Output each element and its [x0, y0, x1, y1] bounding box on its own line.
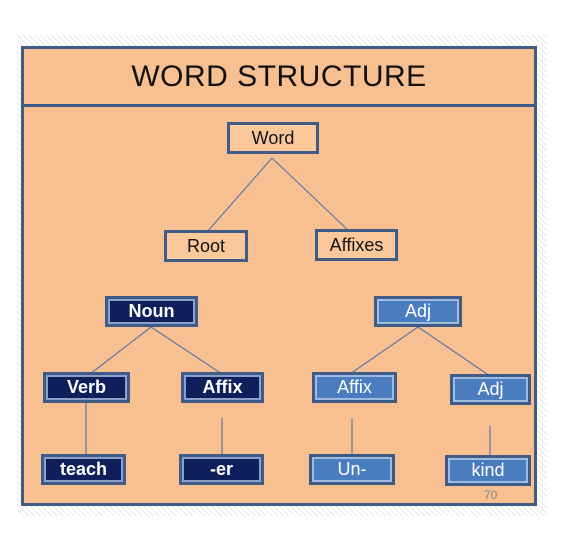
edge-noun-verb	[89, 326, 152, 375]
node-noun: Noun	[105, 296, 198, 327]
node-root: Root	[164, 230, 248, 262]
node-kind: kind	[445, 455, 531, 486]
edge-word-affixes	[271, 157, 351, 233]
node-affixes: Affixes	[315, 229, 398, 261]
node-affix-left: Affix	[181, 372, 264, 403]
slide-title: WORD STRUCTURE	[131, 59, 427, 93]
edge-adj-adj	[417, 326, 491, 377]
node-teach: teach	[41, 454, 126, 485]
node-word: Word	[227, 122, 319, 154]
node-affix-right: Affix	[312, 372, 397, 403]
node-adj-bottom: Adj	[450, 374, 531, 405]
page-number: 70	[484, 488, 498, 502]
edge-word-root	[206, 157, 273, 233]
edge-noun-affix	[150, 326, 223, 375]
node-adj-top: Adj	[374, 296, 462, 327]
edge-adj-affix	[349, 326, 419, 375]
title-bar: WORD STRUCTURE	[24, 49, 534, 107]
node-un: Un-	[309, 454, 395, 485]
node-verb: Verb	[43, 372, 130, 403]
node-er: -er	[179, 454, 264, 485]
